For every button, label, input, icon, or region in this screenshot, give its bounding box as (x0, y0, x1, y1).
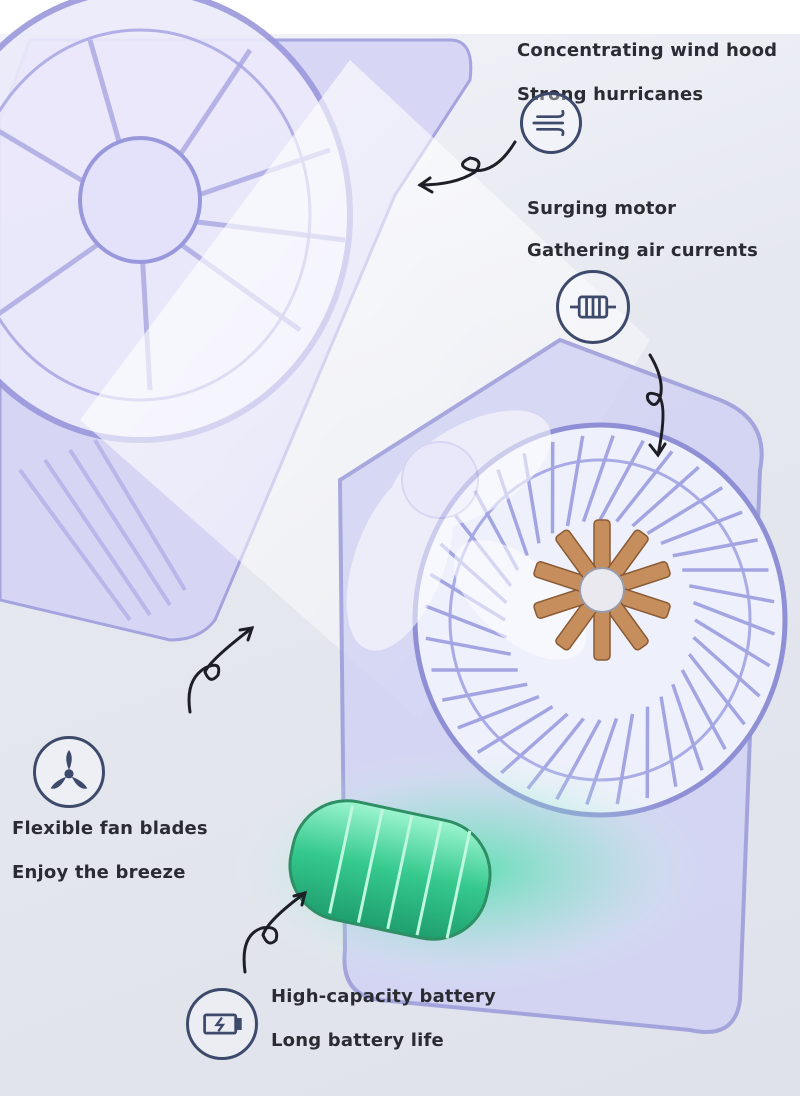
wind-icon (520, 92, 582, 154)
fan-blades (346, 410, 587, 660)
wind-hood-title: Concentrating wind hood (517, 40, 778, 61)
blades-subtitle: Enjoy the breeze (12, 862, 186, 883)
pointer-arrows (187, 140, 667, 974)
blades-title: Flexible fan blades (12, 818, 208, 839)
battery-title: High-capacity battery (271, 986, 496, 1007)
battery-subtitle: Long battery life (271, 1030, 444, 1051)
motor-icon (556, 270, 630, 344)
battery-icon (186, 988, 258, 1060)
motor-subtitle: Gathering air currents (527, 240, 758, 261)
fan-blade-icon (33, 736, 105, 808)
motor-rotor (533, 519, 671, 661)
battery-pack (230, 750, 710, 990)
motor-title: Surging motor (527, 198, 677, 219)
